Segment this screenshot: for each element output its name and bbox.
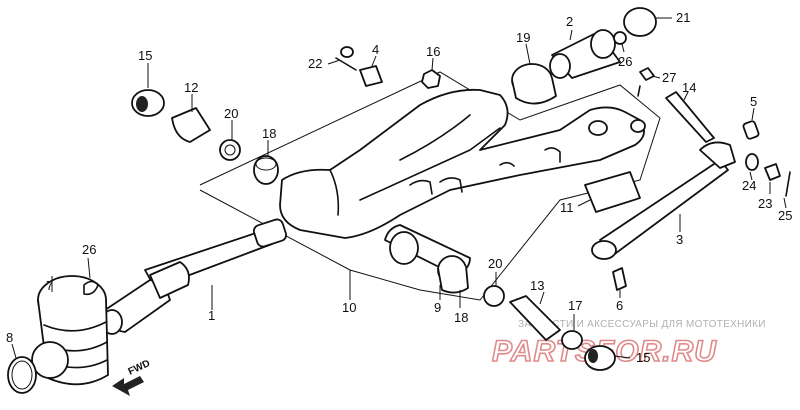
- label-2: 2: [566, 14, 573, 29]
- label-1: 1: [208, 308, 215, 323]
- label-23: 23: [758, 196, 772, 211]
- cylinder-2: [549, 29, 621, 79]
- plate-4: [359, 65, 383, 87]
- bearing-top: [253, 155, 279, 185]
- pivot-cap-top: [131, 89, 165, 117]
- bolt-25: [785, 171, 791, 197]
- part-labels: 15 12 20 18 22 4 16 19 2 21 26 27 14 5 2…: [6, 10, 792, 365]
- bolt-14: [665, 91, 715, 143]
- leader-lines: [11, 17, 787, 359]
- torque-rod: [591, 141, 736, 260]
- label-13: 13: [530, 278, 544, 293]
- drive-shaft: [101, 218, 288, 335]
- label-11: 11: [560, 200, 574, 215]
- label-25: 25: [778, 208, 792, 223]
- label-24: 24: [742, 178, 756, 193]
- label-5: 5: [750, 94, 757, 109]
- label-19: 19: [516, 30, 530, 45]
- seal-lower: [483, 285, 505, 307]
- clip-left: [83, 280, 99, 296]
- forward-arrow-icon: [112, 376, 144, 396]
- forward-direction-marker: FWD: [112, 358, 152, 396]
- swingarm-frame: [279, 88, 646, 276]
- seal-top: [219, 139, 241, 161]
- label-3: 3: [676, 232, 683, 247]
- rubber-boot: [31, 275, 109, 386]
- nut-16: [421, 69, 441, 89]
- label-27: 27: [662, 70, 676, 85]
- label-4: 4: [372, 42, 379, 57]
- label-21: 21: [676, 10, 690, 25]
- pin-6: [612, 267, 627, 291]
- label-6: 6: [616, 298, 623, 313]
- pivot-bolt-lower: [509, 295, 561, 341]
- washer-27: [639, 67, 655, 81]
- label-18-lower: 18: [454, 310, 468, 325]
- label-10: 10: [342, 300, 356, 315]
- label-26-left: 26: [82, 242, 96, 257]
- clip-top: [613, 31, 627, 45]
- label-20-lower: 20: [488, 256, 502, 271]
- label-26-top: 26: [618, 54, 632, 69]
- forward-label: FWD: [127, 358, 152, 378]
- label-16: 16: [426, 44, 440, 59]
- watermark-caption: ЗАПЧАСТИ И АКСЕССУАРЫ ДЛЯ МОТОТЕХНИКИ: [518, 319, 766, 330]
- pivot-bolt: [171, 107, 211, 143]
- label-9: 9: [434, 300, 441, 315]
- label-18-top: 18: [262, 126, 276, 141]
- label-14: 14: [682, 80, 696, 95]
- label-plate: [584, 171, 641, 213]
- label-22: 22: [308, 56, 322, 71]
- label-12: 12: [184, 80, 198, 95]
- label-17: 17: [568, 298, 582, 313]
- o-ring-21: [623, 7, 657, 37]
- nut-23: [764, 163, 781, 181]
- bolt-22: [335, 46, 357, 71]
- label-8: 8: [6, 330, 13, 345]
- bushing-5: [742, 120, 760, 140]
- pivot-cap-lower: [584, 345, 616, 371]
- nut-17: [561, 330, 583, 350]
- dust-cover: [511, 63, 557, 105]
- label-15-lower: 15: [636, 350, 650, 365]
- ring: [7, 356, 37, 394]
- label-15-top: 15: [138, 48, 152, 63]
- label-7: 7: [46, 278, 53, 293]
- label-20-top: 20: [224, 106, 238, 121]
- washer-24: [745, 153, 759, 171]
- bearing-lower: [437, 255, 469, 294]
